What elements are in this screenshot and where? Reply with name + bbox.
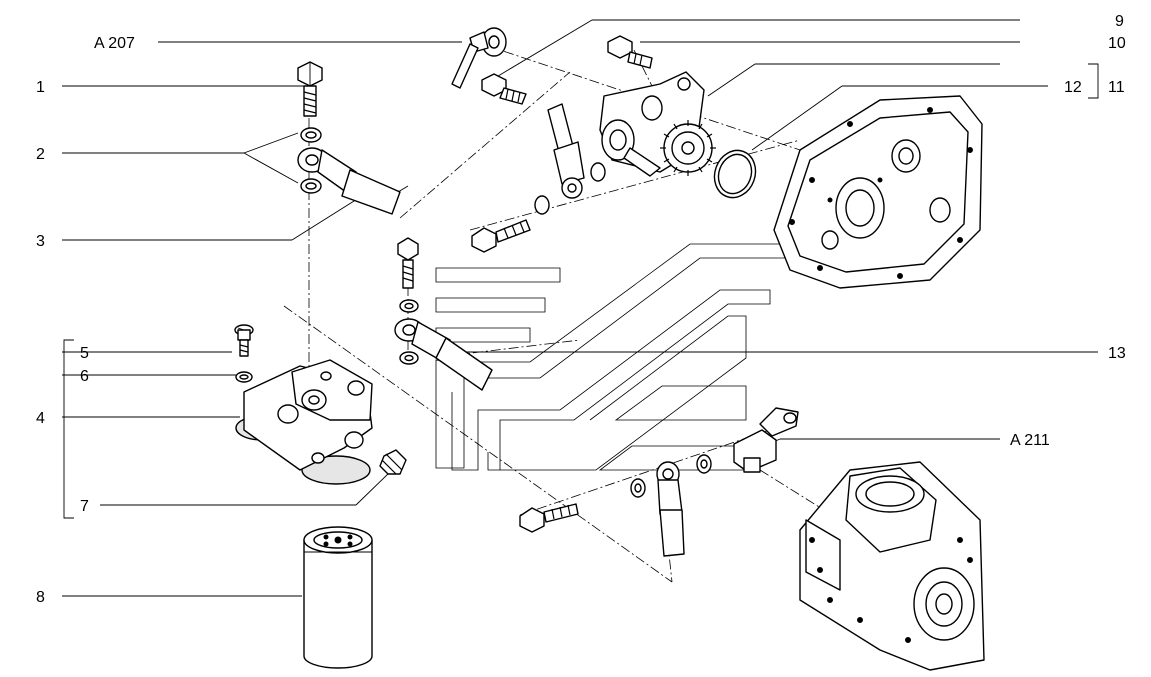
banjo-bolt-1 [297,61,323,117]
label-12: 12 [1064,79,1082,96]
callout-labels: A 207 1 2 3 4 5 6 7 8 9 10 11 12 13 A 21… [36,13,1126,606]
o-ring-12 [713,149,757,199]
injection-pump [799,461,985,671]
bolt-10 [607,35,653,69]
label-7: 7 [80,498,89,515]
label-8: 8 [36,589,45,606]
label-10: 10 [1108,35,1126,52]
sensor-a211 [733,407,799,473]
bleed-screw-5 [234,324,254,357]
banjo-fitting-hose-3 [297,147,409,215]
label-6: 6 [80,368,89,385]
label-2: 2 [36,146,45,163]
label-1: 1 [36,79,45,96]
label-a211: A 211 [1010,432,1050,449]
sealing-washers-2 [300,127,322,194]
label-a207: A 207 [94,35,135,52]
label-3: 3 [36,233,45,250]
plug-7 [379,449,407,475]
filter-cartridge-8 [303,526,373,669]
label-11: 11 [1108,79,1125,96]
banjo-bolt-lower-left [471,219,531,253]
banjo-fitting-lower [519,454,712,557]
fitting-a207 [451,27,507,89]
watermark-logo [435,243,801,471]
hose-upper [534,103,606,215]
washer-6 [235,371,253,383]
label-4: 4 [36,410,45,427]
drive-gear [660,120,716,176]
banjo-bolt-9 [481,73,527,105]
label-13: 13 [1108,345,1126,362]
label-9: 9 [1115,13,1124,30]
banjo-fitting-13 [394,237,493,391]
timing-gear-housing [773,95,983,289]
label-5: 5 [80,345,89,362]
filter-head-4 [235,359,373,485]
